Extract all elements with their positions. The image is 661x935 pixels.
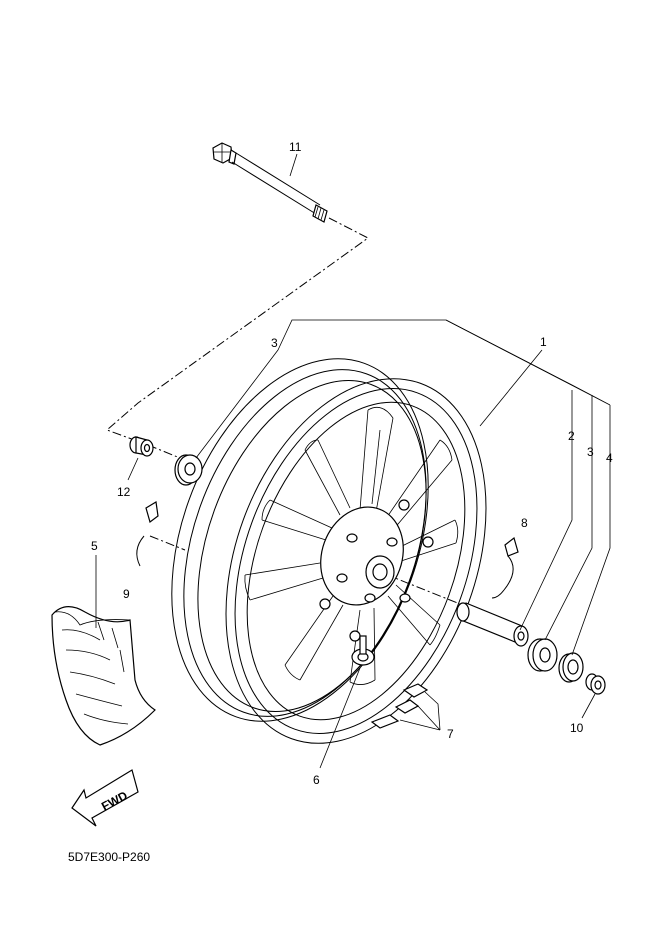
- front-axle-part-11: [212, 142, 328, 223]
- callout-3-right: 3: [587, 445, 594, 459]
- callout-8: 8: [521, 516, 528, 530]
- callout-4: 4: [606, 451, 613, 465]
- collar-part-10: [585, 673, 606, 695]
- balance-weights-part-7: [370, 683, 429, 729]
- axle-centerline: [106, 217, 369, 446]
- figure-code: 5D7E300-P260: [68, 850, 150, 864]
- oil-seal-part-4: [558, 652, 584, 683]
- bearing-right-part-3: [527, 638, 558, 672]
- callout-9: 9: [123, 587, 130, 601]
- callout-11: 11: [289, 140, 302, 154]
- rotation-arrow-9: [136, 501, 159, 567]
- collar-part-12: [129, 436, 154, 457]
- bearing-left-part-3: [174, 454, 203, 486]
- callout-5: 5: [91, 539, 98, 553]
- callout-7: 7: [447, 727, 454, 741]
- callout-10: 10: [570, 721, 584, 735]
- tire-part-5: [51, 606, 156, 746]
- cast-wheel-part-1: [171, 358, 487, 744]
- forward-direction-arrow: FWD: [71, 769, 139, 827]
- callout-6: 6: [313, 773, 320, 787]
- leader-lines: [95, 153, 611, 769]
- callout-labels: 1 2 3 3 4 5 6 7 8 9 10 11 12: [91, 140, 613, 787]
- callout-2: 2: [568, 429, 575, 443]
- callout-1: 1: [540, 335, 547, 349]
- rotation-arrow-8: [491, 536, 519, 599]
- callout-3-left: 3: [271, 336, 278, 350]
- tire-valve-part-6: [351, 635, 375, 666]
- callout-12: 12: [117, 485, 131, 499]
- spacer-part-2: [456, 602, 529, 647]
